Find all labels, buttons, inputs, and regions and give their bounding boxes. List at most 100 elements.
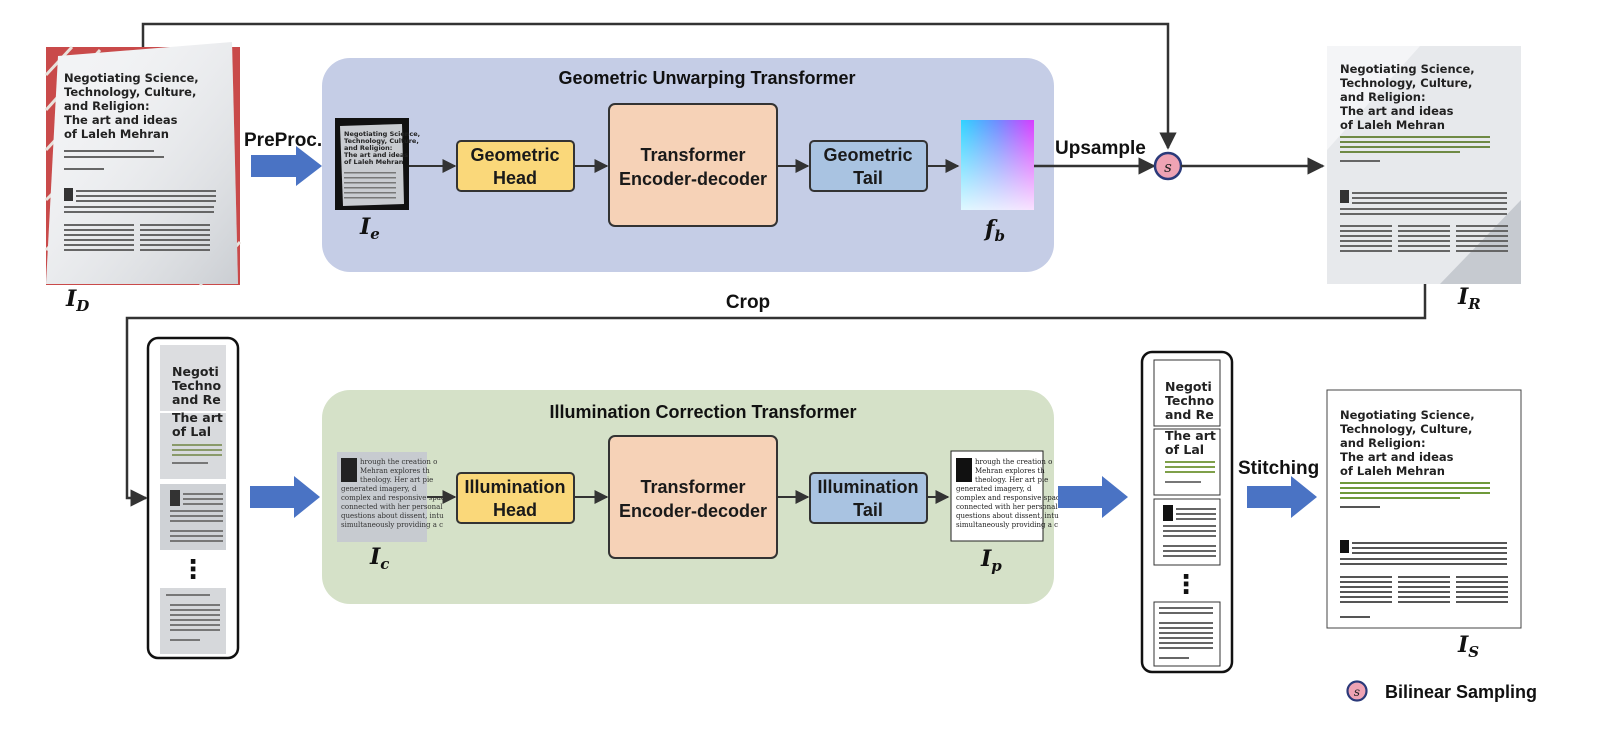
svg-text:Encoder-decoder: Encoder-decoder — [619, 501, 767, 521]
svg-text:and Re: and Re — [1165, 407, 1214, 422]
svg-text:The art and ideas: The art and ideas — [64, 113, 178, 127]
svg-text:Geometric: Geometric — [823, 145, 912, 165]
preproc-label: PreProc. — [244, 130, 322, 151]
svg-text:of Laleh Mehran: of Laleh Mehran — [64, 127, 169, 141]
crop-label: Crop — [726, 292, 770, 313]
input-distorted-image: Negotiating Science, Technology, Culture… — [44, 42, 242, 287]
svg-text:theology. Her art pie: theology. Her art pie — [975, 476, 1048, 484]
svg-text:Illumination: Illumination — [465, 477, 566, 497]
svg-text:of Laleh Mehran: of Laleh Mehran — [344, 158, 404, 166]
svg-text:and Religion:: and Religion: — [344, 144, 392, 152]
to-illumination-arrow — [250, 476, 320, 518]
svg-text:Technology, Culture,: Technology, Culture, — [344, 137, 419, 145]
geometric-head-block: Geometric Head — [456, 140, 575, 192]
svg-text:Techno: Techno — [1165, 393, 1215, 408]
svg-text:Technology, Culture,: Technology, Culture, — [64, 85, 196, 99]
symbol-encoded: Ie — [359, 214, 380, 243]
svg-text:s: s — [1164, 158, 1172, 176]
svg-text:and Religion:: and Religion: — [64, 99, 150, 113]
pred-ellipsis: ⋮ — [1173, 569, 1199, 599]
stitching-label: Stitching — [1238, 458, 1319, 479]
upsample-label: Upsample — [1055, 138, 1146, 159]
svg-text:Tail: Tail — [853, 500, 883, 520]
svg-text:hrough the creation o: hrough the creation o — [975, 458, 1052, 466]
stitched-output-image: Negotiating Science, Technology, Culture… — [1326, 389, 1522, 629]
crop-patches-column: Negoti Techno and Re The art of Lal — [146, 336, 240, 660]
svg-text:The art and ideas: The art and ideas — [1340, 104, 1454, 118]
svg-text:and Religion:: and Religion: — [1340, 436, 1426, 450]
svg-text:questions about dissent, intu: questions about dissent, intu — [341, 512, 444, 520]
symbol-crop-patch: Ic — [369, 544, 389, 573]
svg-text:generated imagery, d: generated imagery, d — [341, 485, 417, 493]
svg-text:Techno: Techno — [172, 378, 222, 393]
rectified-image: Negotiating Science, Technology, Culture… — [1327, 46, 1521, 284]
svg-text:Head: Head — [493, 168, 537, 188]
svg-text:Technology, Culture,: Technology, Culture, — [1340, 76, 1472, 90]
svg-text:and Religion:: and Religion: — [1340, 90, 1426, 104]
illumination-transformer-block: Transformer Encoder-decoder — [608, 435, 778, 559]
illumination-panel-title: Illumination Correction Transformer — [549, 402, 856, 422]
symbol-flow: fb — [983, 216, 1005, 245]
svg-text:Mehran explores th: Mehran explores th — [360, 467, 430, 475]
geometric-tail-block: Geometric Tail — [809, 140, 928, 192]
crop-patch-image: hrough the creation o Mehran explores th… — [337, 452, 445, 542]
svg-text:of Lal: of Lal — [1165, 442, 1204, 457]
skip-connection-line — [141, 22, 1177, 150]
svg-text:The art: The art — [1165, 428, 1216, 443]
svg-text:simultaneously providing a c: simultaneously providing a c — [956, 521, 1058, 529]
legend-label: Bilinear Sampling — [1385, 682, 1537, 702]
geometric-transformer-block: Transformer Encoder-decoder — [608, 103, 778, 227]
svg-text:questions about dissent, intu: questions about dissent, intu — [956, 512, 1059, 520]
svg-text:of Lal: of Lal — [172, 424, 211, 439]
svg-text:and Re: and Re — [172, 392, 221, 407]
svg-text:of Laleh Mehran: of Laleh Mehran — [1340, 464, 1445, 478]
svg-text:The art and ideas: The art and ideas — [1340, 450, 1454, 464]
stitching-arrow — [1247, 476, 1317, 518]
crop-ellipsis: ⋮ — [180, 554, 206, 584]
crop-connection-line — [125, 284, 1427, 507]
svg-text:Negoti: Negoti — [172, 364, 219, 379]
svg-text:connected with her personal: connected with her personal — [341, 503, 443, 511]
svg-text:Negotiating Science,: Negotiating Science, — [1340, 408, 1475, 422]
svg-text:Geometric: Geometric — [470, 145, 559, 165]
flow-field-image — [961, 120, 1034, 210]
legend: s Bilinear Sampling — [1346, 680, 1537, 702]
illumination-head-block: Illumination Head — [456, 472, 575, 524]
svg-text:connected with her personal: connected with her personal — [956, 503, 1058, 511]
svg-text:simultaneously providing a c: simultaneously providing a c — [341, 521, 443, 529]
encoded-input-image: Negotiating Science, Technology, Culture… — [335, 118, 420, 210]
symbol-stitched: IS — [1457, 632, 1479, 661]
symbol-rectified: IR — [1457, 284, 1481, 313]
svg-text:hrough the creation o: hrough the creation o — [360, 458, 437, 466]
predicted-patch-image: hrough the creation o Mehran explores th… — [950, 450, 1060, 542]
svg-text:Negotiating Science,: Negotiating Science, — [344, 130, 420, 138]
svg-text:Technology, Culture,: Technology, Culture, — [1340, 422, 1472, 436]
svg-text:Mehran explores th: Mehran explores th — [975, 467, 1045, 475]
bilinear-sampling-legend-icon: s — [1346, 680, 1368, 702]
from-illumination-arrow — [1058, 476, 1128, 518]
svg-text:Transformer: Transformer — [640, 145, 745, 165]
svg-text:Transformer: Transformer — [640, 477, 745, 497]
symbol-input: ID — [65, 286, 89, 315]
svg-text:complex and responsive spac: complex and responsive spac — [956, 494, 1060, 502]
svg-text:generated imagery, d: generated imagery, d — [956, 485, 1032, 493]
svg-text:Head: Head — [493, 500, 537, 520]
illumination-tail-block: Illumination Tail — [809, 472, 928, 524]
svg-text:Negoti: Negoti — [1165, 379, 1212, 394]
svg-text:Illumination: Illumination — [818, 477, 919, 497]
preproc-arrow — [251, 146, 322, 186]
svg-text:complex and responsive spac: complex and responsive spac — [341, 494, 445, 502]
symbol-pred-patch: Ip — [980, 546, 1002, 575]
svg-text:Tail: Tail — [853, 168, 883, 188]
svg-text:theology. Her art pie: theology. Her art pie — [360, 476, 433, 484]
svg-text:s: s — [1354, 685, 1360, 699]
svg-text:The art: The art — [172, 410, 223, 425]
svg-text:Encoder-decoder: Encoder-decoder — [619, 169, 767, 189]
svg-text:The art and ideas: The art and ideas — [344, 151, 408, 159]
geometric-panel-title: Geometric Unwarping Transformer — [558, 68, 855, 88]
bilinear-sampling-node: s — [1153, 151, 1183, 181]
svg-text:Negotiating Science,: Negotiating Science, — [64, 71, 199, 85]
svg-text:Negotiating Science,: Negotiating Science, — [1340, 62, 1475, 76]
predicted-patches-column: Negoti Techno and Re The art of Lal — [1140, 350, 1234, 674]
